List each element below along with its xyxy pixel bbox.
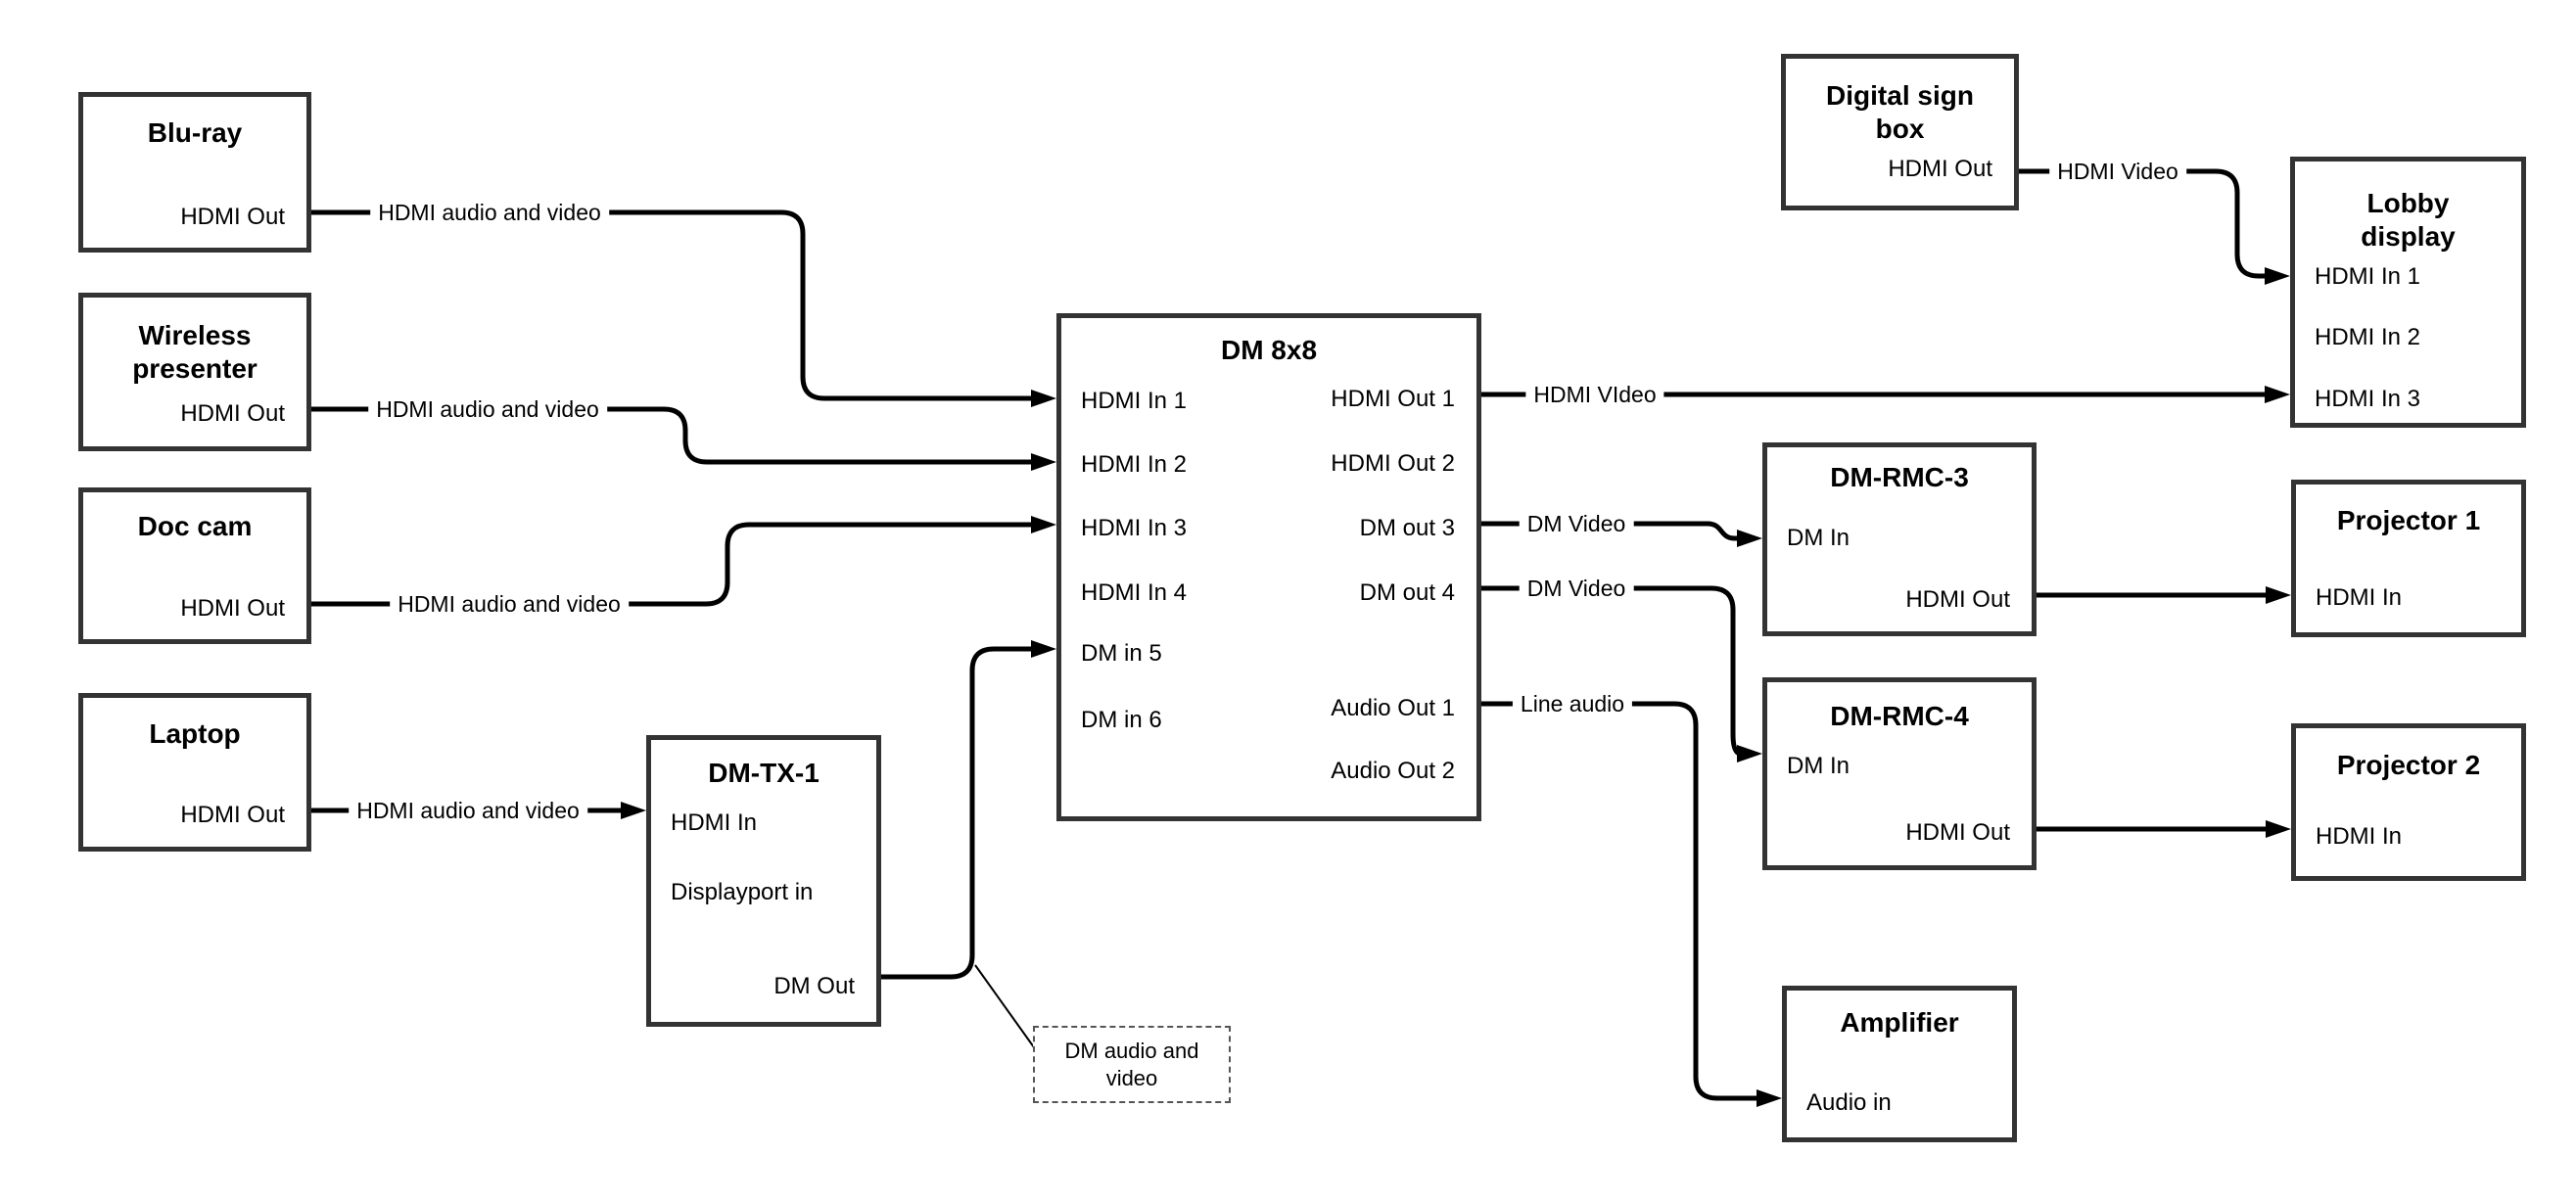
arrow-head [2266, 586, 2291, 604]
port-dmtx1-hdmi-in: HDMI In [671, 809, 758, 836]
port-dmtx1-displayport-in: Displayport in [671, 879, 814, 905]
arrow-head [1737, 745, 1762, 762]
arrow-head [2265, 386, 2290, 403]
node-dm-rmc-3-title: DM-RMC-3 [1830, 462, 1969, 492]
note-callout-line [974, 964, 1035, 1048]
port-dmtx1-dm-out: DM Out [773, 973, 855, 999]
port-dmrmc3-hdmi-out: HDMI Out [1905, 586, 2010, 613]
node-projector-2: Projector 2 HDMI In [2291, 723, 2526, 881]
port-dmrmc4-hdmi-out: HDMI Out [1905, 819, 2010, 846]
node-projector-2-title: Projector 2 [2336, 750, 2481, 780]
port-dm8x8-hdmi-out-1: HDMI Out 1 [1331, 386, 1455, 412]
port-doccam-hdmi-out: HDMI Out [180, 595, 285, 622]
port-lobby-hdmi-in-3: HDMI In 3 [2315, 386, 2421, 412]
port-lobby-hdmi-in-1: HDMI In 1 [2315, 263, 2421, 290]
node-wireless-presenter-title: Wireless presenter [132, 320, 258, 384]
edge-label-hdmi-av-laptop: HDMI audio and video [349, 797, 587, 824]
node-amplifier-title: Amplifier [1840, 1007, 1959, 1038]
node-laptop: Laptop HDMI Out [78, 693, 311, 852]
edge-label-hdmi-video-sign: HDMI Video [2049, 158, 2186, 185]
arrow-head [1737, 530, 1762, 547]
edge-label-hdmi-av-bluray: HDMI audio and video [370, 199, 609, 226]
arrow-head [1031, 516, 1056, 533]
port-laptop-hdmi-out: HDMI Out [180, 802, 285, 828]
node-lobby-display: Lobby display HDMI In 1 HDMI In 2 HDMI I… [2290, 157, 2526, 428]
arrow-head [621, 802, 646, 819]
port-projector2-hdmi-in: HDMI In [2316, 823, 2403, 850]
node-amplifier: Amplifier Audio in [1782, 986, 2017, 1142]
node-doc-cam-title: Doc cam [137, 511, 253, 541]
port-wireless-hdmi-out: HDMI Out [180, 400, 285, 427]
port-projector1-hdmi-in: HDMI In [2316, 584, 2403, 611]
node-digital-sign-box: Digital sign box HDMI Out [1781, 54, 2019, 210]
node-dm-rmc-3: DM-RMC-3 DM In HDMI Out [1762, 442, 2037, 636]
node-laptop-title: Laptop [149, 718, 241, 749]
port-dm8x8-dm-in-6: DM in 6 [1081, 707, 1162, 733]
arrow-head [1031, 390, 1056, 407]
edge-label-hdmi-av-doccam: HDMI audio and video [390, 590, 629, 618]
arrow-head [2266, 820, 2291, 838]
edge-label-hdmi-video-out1: HDMI VIdeo [1525, 381, 1664, 408]
port-dmrmc3-dm-in: DM In [1787, 525, 1850, 551]
arrow-head [1031, 640, 1056, 658]
port-lobby-hdmi-in-2: HDMI In 2 [2315, 324, 2421, 350]
port-dm8x8-hdmi-in-4: HDMI In 4 [1081, 579, 1188, 606]
node-projector-1: Projector 1 HDMI In [2291, 480, 2526, 637]
edge-dmtx1-to-dm8x8 [881, 646, 1034, 980]
arrow-head [2265, 267, 2290, 285]
node-wireless-presenter: Wireless presenter HDMI Out [78, 293, 311, 451]
port-bluray-hdmi-out: HDMI Out [180, 204, 285, 230]
node-bluray-title: Blu-ray [147, 117, 243, 148]
node-dm-8x8-title: DM 8x8 [1220, 335, 1318, 365]
arrow-head [1756, 1089, 1782, 1107]
edge-label-hdmi-av-wireless: HDMI audio and video [368, 395, 607, 423]
port-digisign-hdmi-out: HDMI Out [1888, 156, 1992, 182]
port-dm8x8-dm-out-3: DM out 3 [1359, 515, 1455, 541]
edge-label-dm-video-3: DM Video [1519, 510, 1634, 537]
node-digital-sign-box-title: Digital sign box [1826, 80, 1974, 144]
edge-dm8x8-to-amplifier [1481, 701, 1759, 1101]
port-dm8x8-audio-out-2: Audio Out 2 [1331, 758, 1455, 784]
port-dm8x8-hdmi-in-1: HDMI In 1 [1081, 388, 1188, 414]
edge-label-line-audio: Line audio [1512, 690, 1633, 717]
node-lobby-display-title: Lobby display [2361, 188, 2456, 252]
edge-digisign-to-lobby [2019, 168, 2268, 279]
arrow-head [1031, 453, 1056, 471]
node-dm-tx-1: DM-TX-1 HDMI In Displayport in DM Out [646, 735, 881, 1027]
node-dm-rmc-4: DM-RMC-4 DM In HDMI Out [1762, 677, 2037, 870]
port-dm8x8-dm-out-4: DM out 4 [1359, 579, 1455, 606]
port-dmrmc4-dm-in: DM In [1787, 753, 1850, 779]
node-projector-1-title: Projector 1 [2336, 505, 2481, 535]
edge-bluray-to-dm8x8 [311, 209, 1034, 401]
port-dm8x8-hdmi-out-2: HDMI Out 2 [1331, 450, 1455, 477]
edge-label-dm-video-4: DM Video [1519, 575, 1634, 602]
port-dm8x8-dm-in-5: DM in 5 [1081, 640, 1162, 667]
node-dm-tx-1-title: DM-TX-1 [708, 758, 820, 788]
edge-dm8x8-to-dmrmc4 [1481, 585, 1742, 757]
node-bluray: Blu-ray HDMI Out [78, 92, 311, 253]
note-dm-audio-video: DM audio and video [1033, 1026, 1231, 1103]
node-dm-8x8: DM 8x8 HDMI In 1 HDMI In 2 HDMI In 3 HDM… [1056, 313, 1481, 821]
port-dm8x8-hdmi-in-3: HDMI In 3 [1081, 515, 1188, 541]
port-dm8x8-audio-out-1: Audio Out 1 [1331, 695, 1455, 721]
node-doc-cam: Doc cam HDMI Out [78, 487, 311, 644]
port-amplifier-audio-in: Audio in [1806, 1089, 1892, 1116]
port-dm8x8-hdmi-in-2: HDMI In 2 [1081, 451, 1188, 478]
node-dm-rmc-4-title: DM-RMC-4 [1830, 701, 1969, 731]
